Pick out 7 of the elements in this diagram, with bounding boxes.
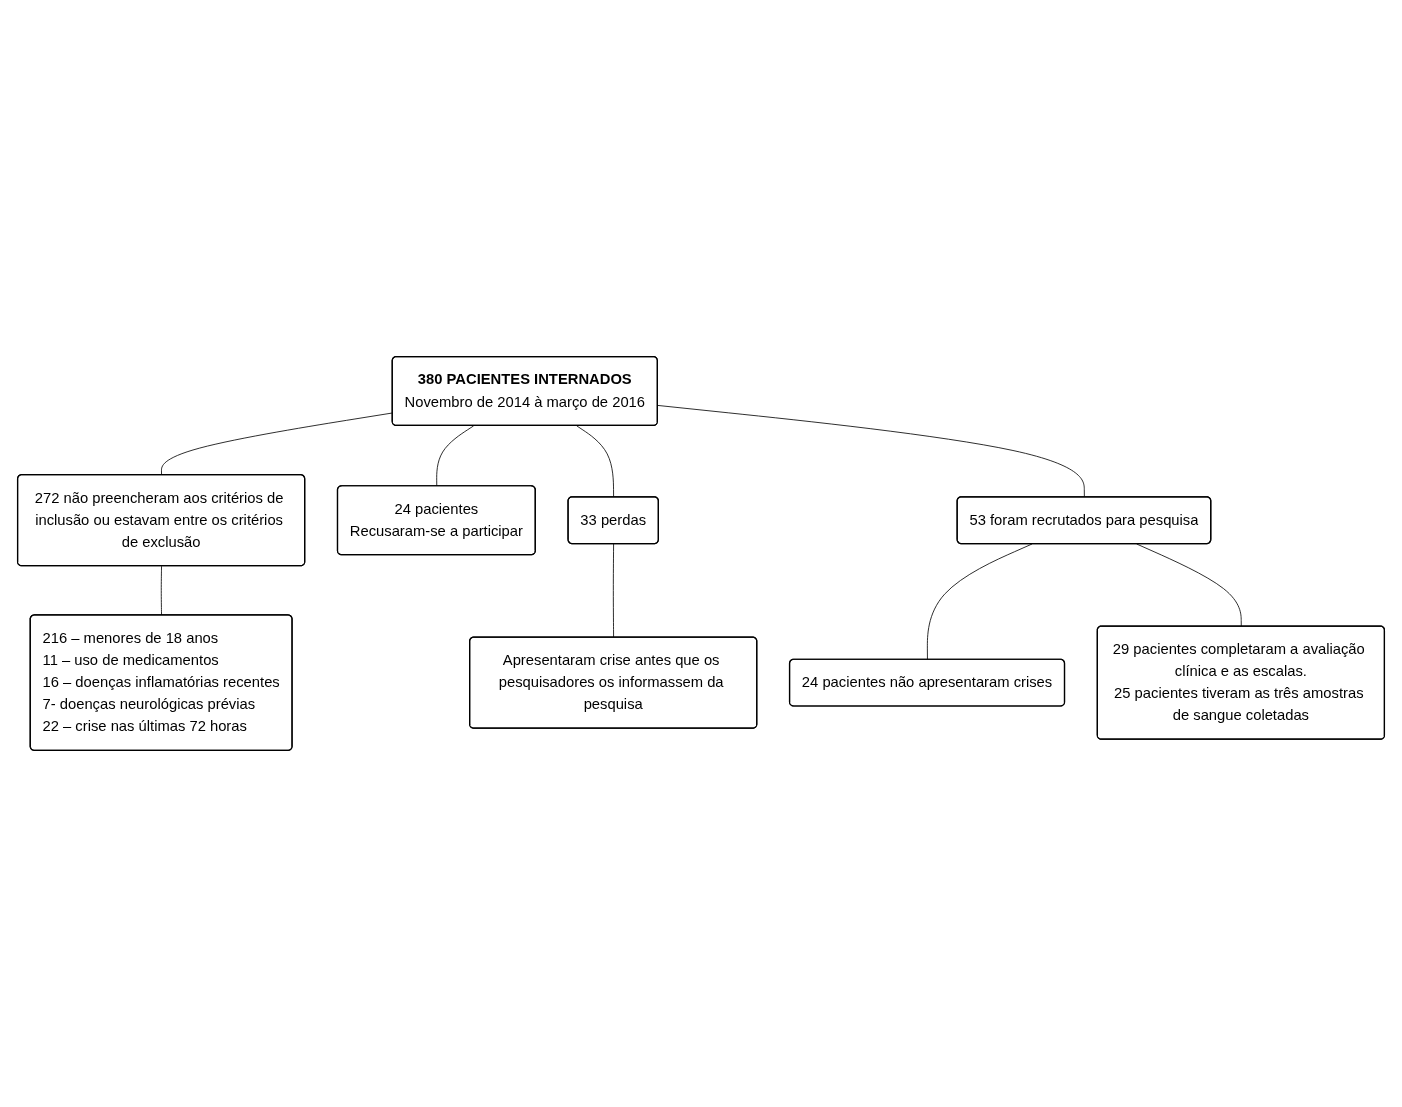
connector bbox=[436, 425, 475, 487]
connector bbox=[1136, 543, 1242, 627]
connector bbox=[657, 405, 1085, 498]
connector bbox=[576, 425, 614, 498]
connector bbox=[926, 543, 1033, 661]
connector bbox=[160, 565, 162, 616]
connector bbox=[612, 543, 614, 638]
